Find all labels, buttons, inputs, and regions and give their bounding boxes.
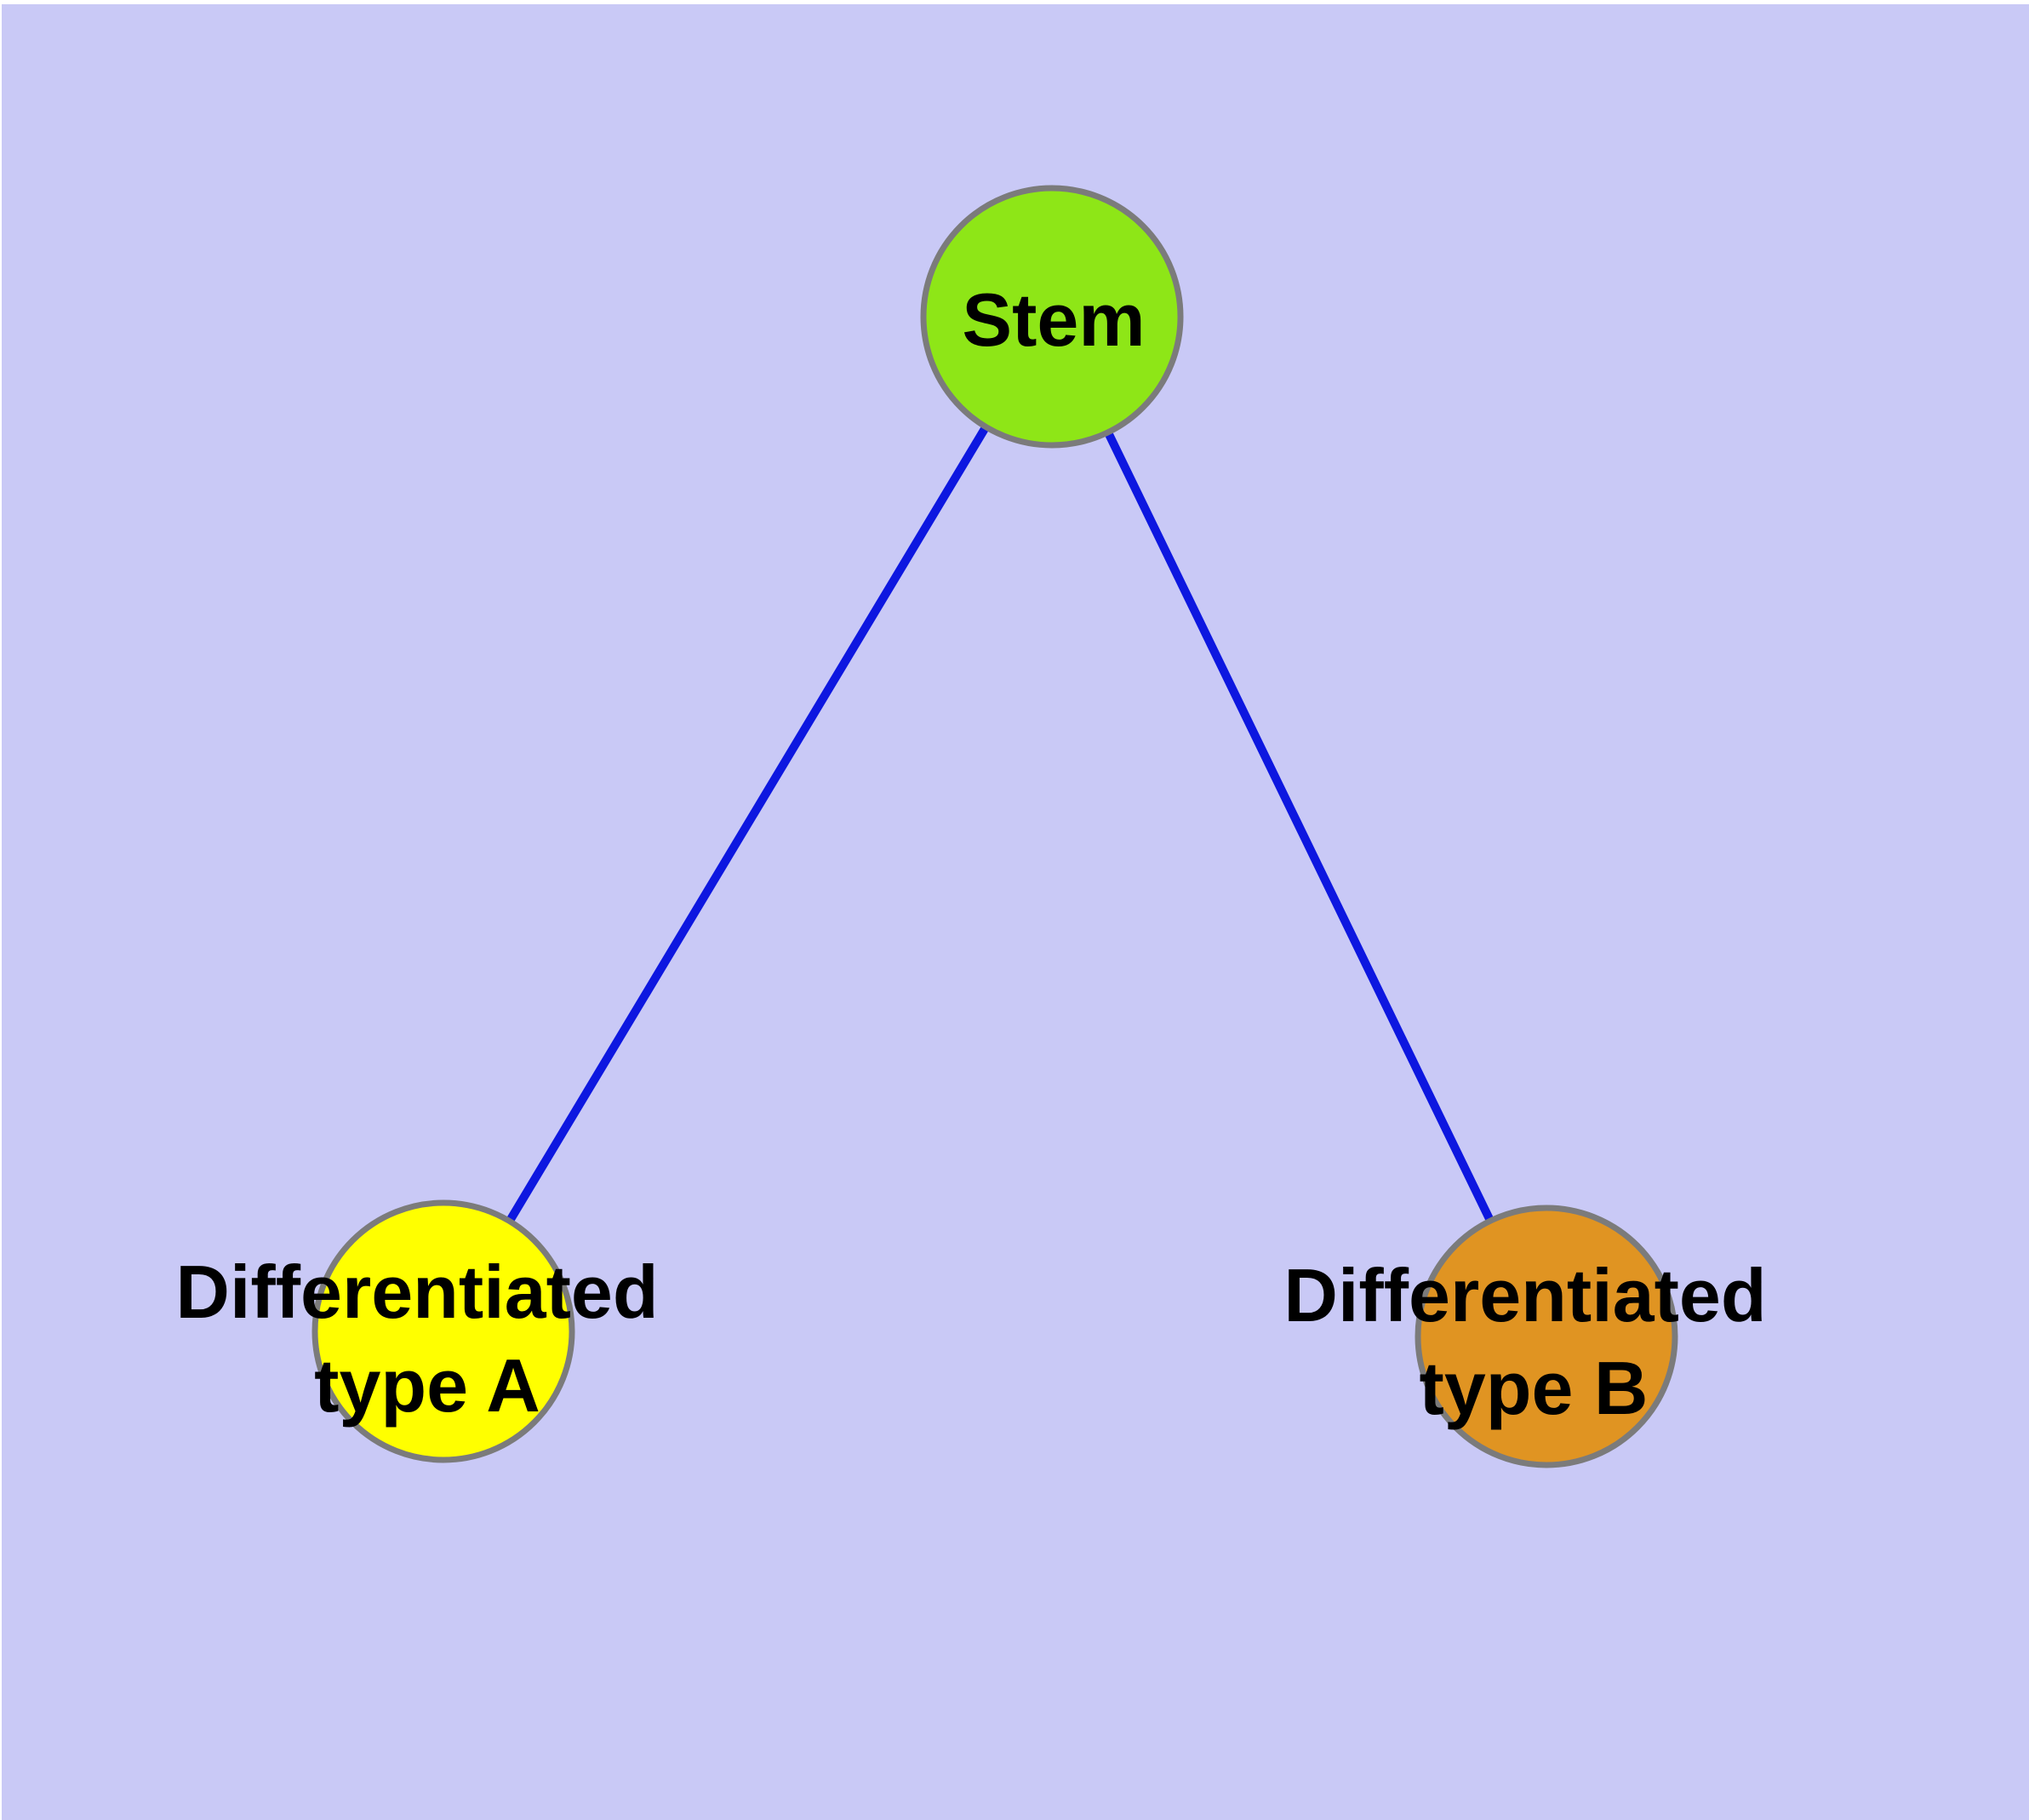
edge-stem-typeB [1048, 314, 1551, 1339]
edge-stem-typeA [439, 314, 1056, 1334]
node-label-line: Differentiated [1283, 1253, 1766, 1337]
node-label-line: type B [1420, 1346, 1649, 1430]
node-label-stem: Stem [962, 278, 1145, 362]
node-label-line: Differentiated [175, 1250, 658, 1334]
node-stem [920, 185, 1184, 449]
node-typeA [311, 1199, 575, 1463]
node-typeB [1415, 1205, 1678, 1468]
node-label-line: type A [314, 1343, 540, 1428]
node-label-typeA: Differentiated type A [175, 1250, 658, 1428]
node-label-typeB: Differentiated type B [1283, 1253, 1766, 1430]
node-label-line: Stem [962, 278, 1145, 362]
